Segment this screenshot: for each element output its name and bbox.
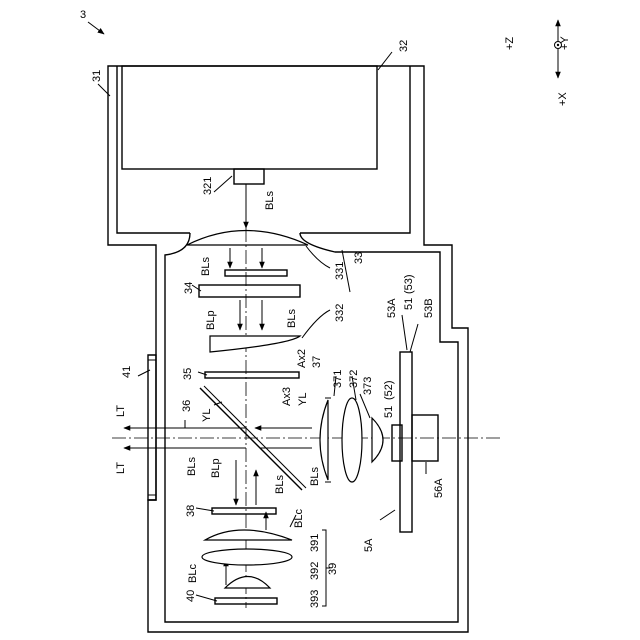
label-35: 35 xyxy=(182,368,194,380)
label-51-top: 51 xyxy=(403,298,415,310)
label-51-bottom: 51 xyxy=(383,406,395,418)
lens-332 xyxy=(210,336,300,352)
label-52-paren: (52) xyxy=(383,380,395,400)
lens-391 xyxy=(205,530,292,540)
label-371: 371 xyxy=(332,370,344,388)
label-bls-2: BLs xyxy=(200,257,212,276)
label-bls-4: BLs xyxy=(186,457,198,476)
label-blp-2: BLp xyxy=(210,458,222,478)
label-53B: 53B xyxy=(423,298,435,318)
lens-392 xyxy=(202,549,292,565)
housing-31-outline xyxy=(108,66,468,632)
label-ax2: Ax2 xyxy=(296,349,308,368)
plate-33 xyxy=(225,270,287,276)
axis-z-label: +Z xyxy=(504,37,516,50)
emitter-321 xyxy=(234,169,264,184)
label-372: 372 xyxy=(348,370,360,388)
label-yl-1: YL xyxy=(201,409,213,422)
plate-34 xyxy=(199,285,300,297)
label-38: 38 xyxy=(185,505,197,517)
label-bls-6: BLs xyxy=(309,467,321,486)
lens-331 xyxy=(187,231,308,246)
coordinate-axes: +Z +Y +X xyxy=(504,20,571,106)
label-39: 39 xyxy=(327,563,339,575)
label-41: 41 xyxy=(121,366,133,378)
label-yl-2: YL xyxy=(297,393,309,406)
label-40: 40 xyxy=(185,590,197,602)
lens-373 xyxy=(372,418,383,462)
label-56A: 56A xyxy=(433,478,445,498)
label-36: 36 xyxy=(181,400,193,412)
label-5A: 5A xyxy=(363,538,375,552)
lens-371 xyxy=(320,400,328,480)
label-373: 373 xyxy=(362,377,374,395)
label-34: 34 xyxy=(183,282,195,294)
label-blp-1: BLp xyxy=(205,310,217,330)
label-321: 321 xyxy=(202,177,214,195)
label-lt-2: LT xyxy=(115,462,127,474)
label-bls-5: BLs xyxy=(274,475,286,494)
label-332: 332 xyxy=(334,304,346,322)
label-lt-1: LT xyxy=(115,405,127,417)
label-391: 391 xyxy=(309,534,321,552)
label-blc-1: BLc xyxy=(293,509,305,528)
label-blc-2: BLc xyxy=(187,564,199,583)
label-53A: 53A xyxy=(386,298,398,318)
label-32: 32 xyxy=(398,40,410,52)
bracket-39 xyxy=(322,530,330,606)
label-31: 31 xyxy=(91,70,103,82)
label-393: 393 xyxy=(309,590,321,608)
figure-ref-label: 3 xyxy=(80,9,86,21)
label-bls-1: BLs xyxy=(264,191,276,210)
label-53-paren: (53) xyxy=(403,274,415,294)
label-ax3: Ax3 xyxy=(281,387,293,406)
label-392: 392 xyxy=(309,562,321,580)
axis-x-label: +X xyxy=(557,92,569,106)
lens-372 xyxy=(342,398,362,482)
label-33: 33 xyxy=(353,252,365,264)
light-source-32 xyxy=(122,66,377,169)
label-37: 37 xyxy=(311,356,323,368)
figure-ref-arrow xyxy=(88,22,104,34)
label-bls-3: BLs xyxy=(286,309,298,328)
label-331: 331 xyxy=(334,262,346,280)
plate-35 xyxy=(205,372,299,378)
axis-y-label: +Y xyxy=(559,36,571,50)
lens-393 xyxy=(225,577,270,589)
